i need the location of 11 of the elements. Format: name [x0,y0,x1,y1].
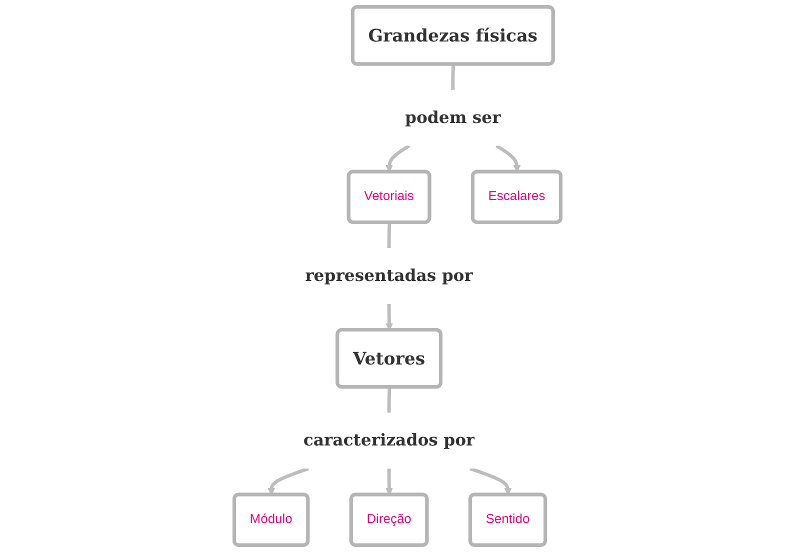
connector [387,222,392,248]
node-text: caracterizados por [303,430,475,450]
arrow [385,468,394,496]
connector [451,64,456,90]
node-text: podem ser [404,108,501,128]
arrow [496,144,521,172]
node-text: representadas por [305,266,473,286]
connector [387,387,392,413]
arrow [267,466,310,496]
arrow [385,144,410,172]
arrow [469,466,512,496]
